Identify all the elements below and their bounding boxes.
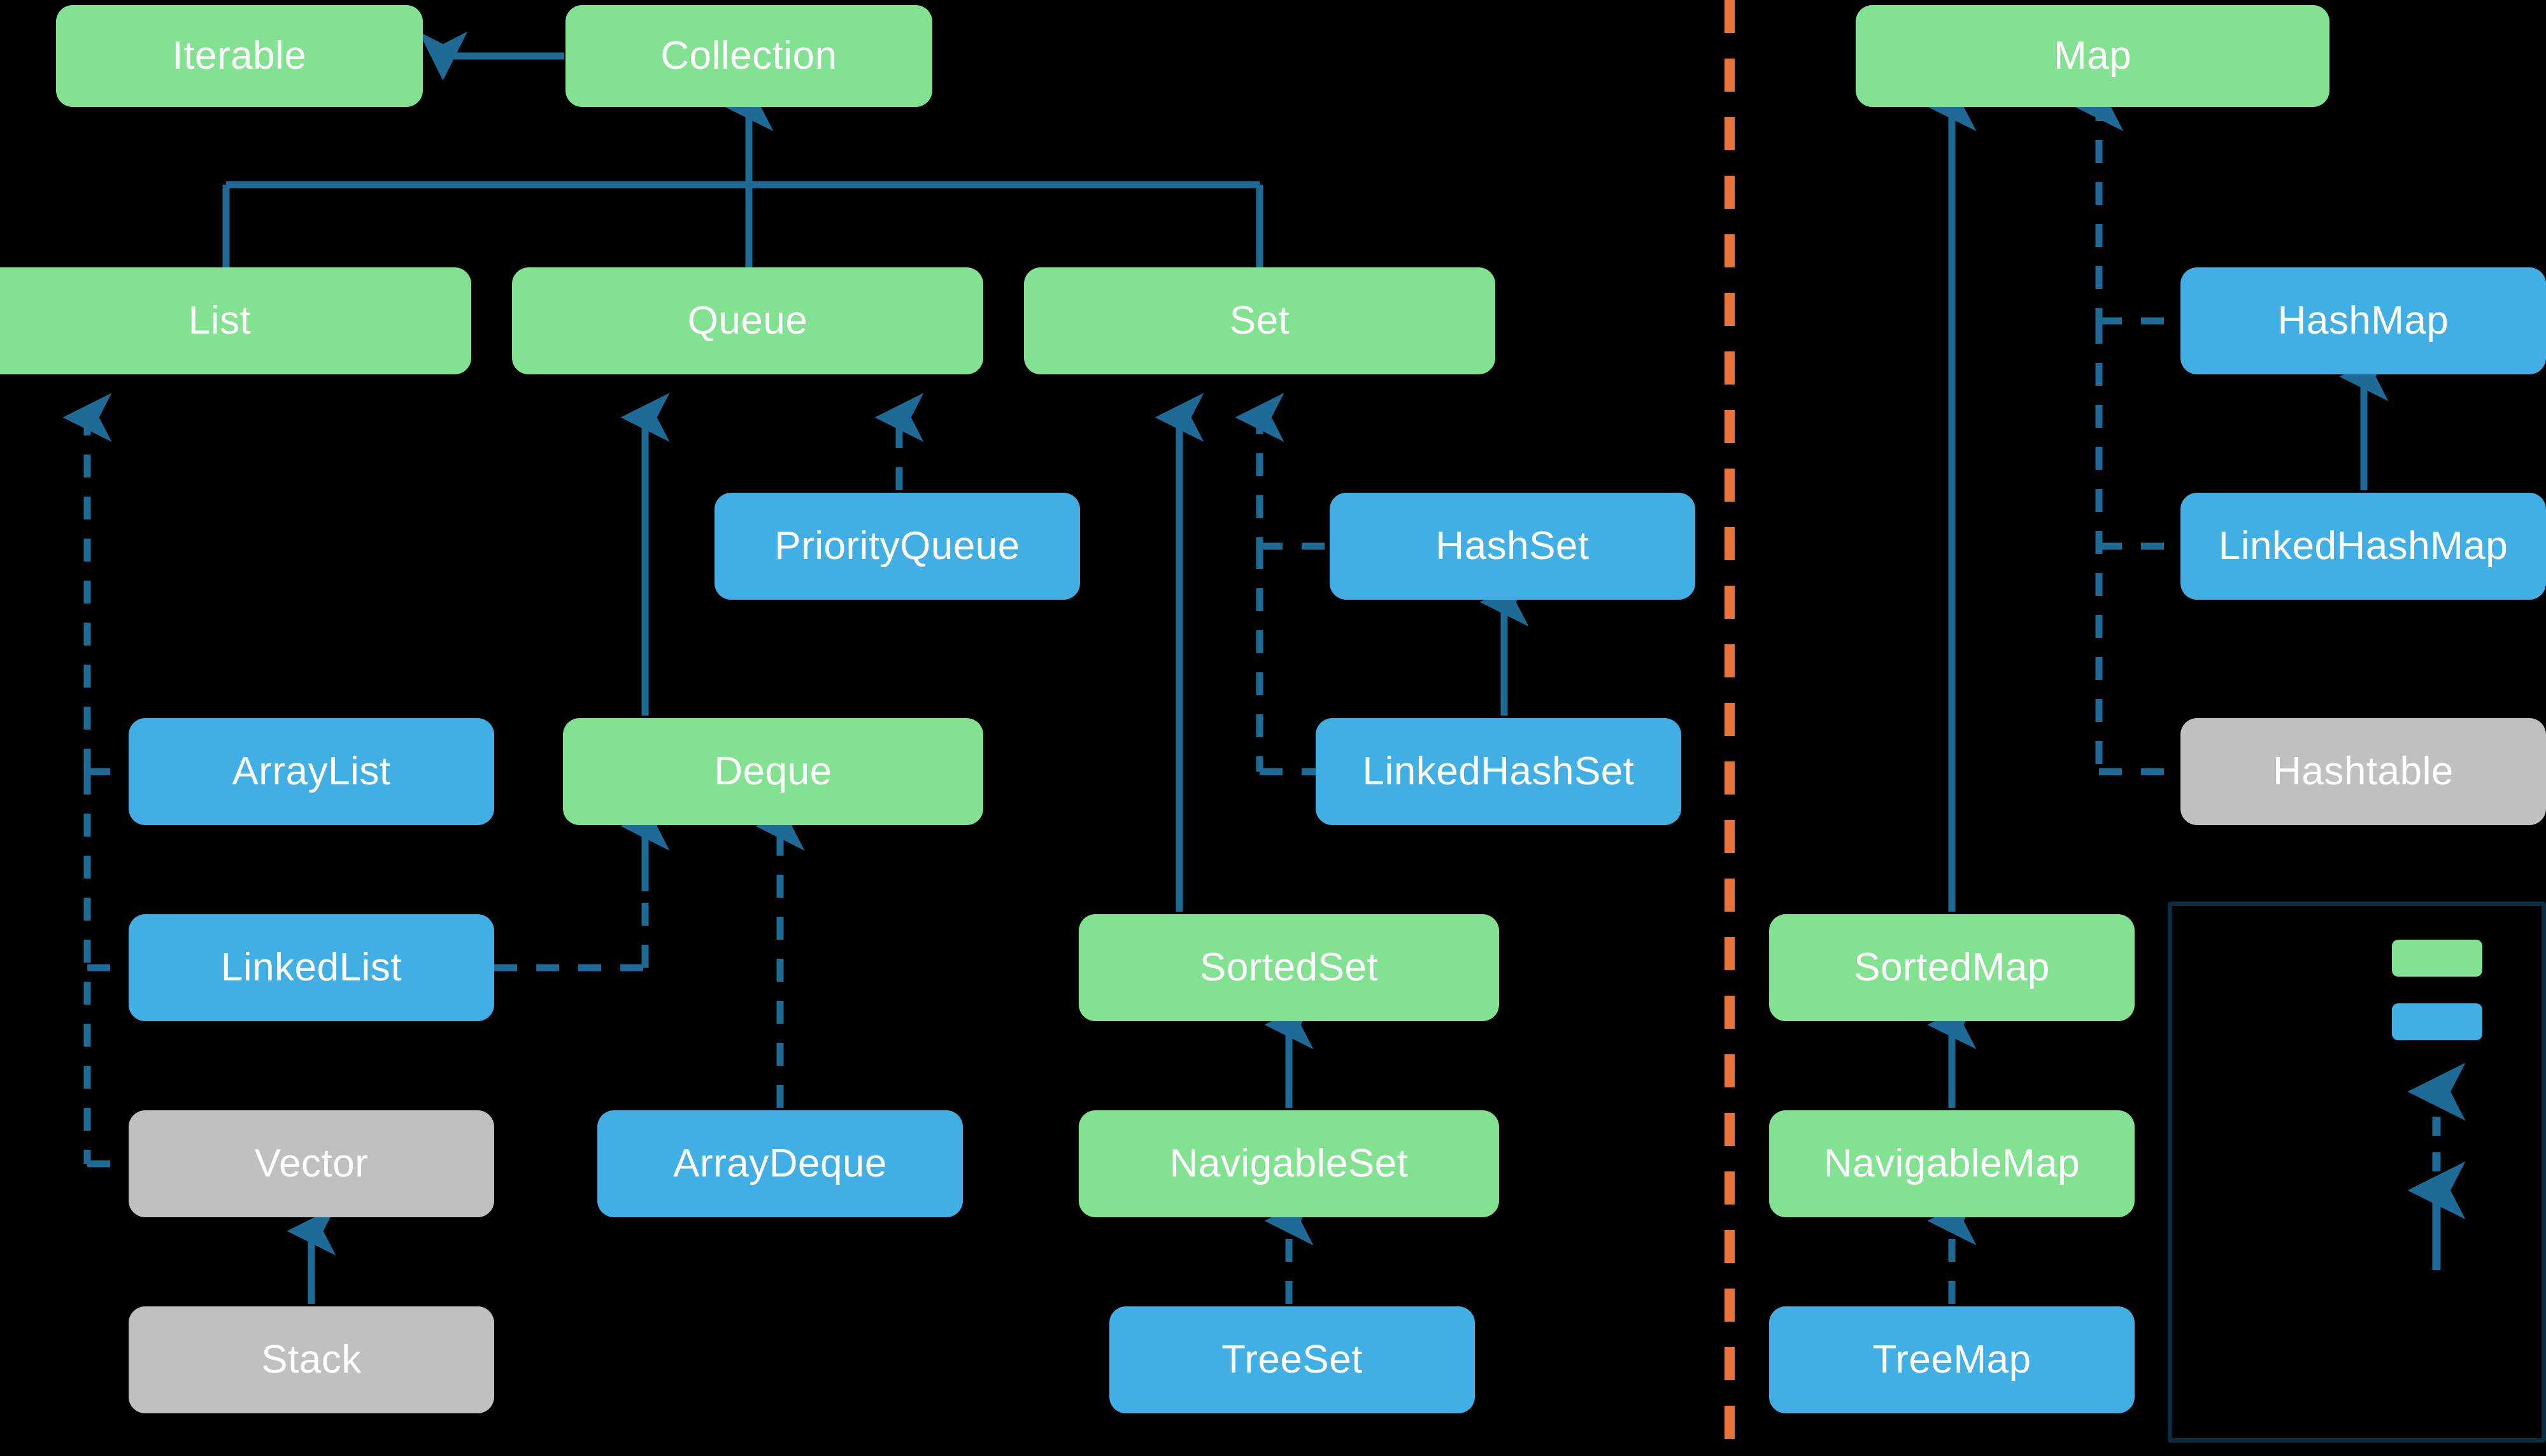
node-label: Hashtable — [2273, 749, 2454, 793]
edge-linkedlist-deque — [494, 879, 649, 972]
legend-interface-swatch — [2392, 940, 2482, 977]
node-hashtable[interactable]: Hashtable — [2180, 718, 2546, 825]
node-deque[interactable]: Deque — [563, 718, 983, 825]
node-iterable[interactable]: Iterable — [56, 5, 423, 107]
node-label: Stack — [261, 1338, 362, 1382]
node-queue[interactable]: Queue — [512, 267, 983, 374]
node-label: Map — [2053, 34, 2132, 78]
node-label: NavigableSet — [1169, 1141, 1409, 1185]
node-label: Set — [1229, 299, 1290, 343]
node-label: ArrayDeque — [673, 1141, 887, 1185]
legend-panel — [2168, 901, 2546, 1443]
node-arraydeque[interactable]: ArrayDeque — [597, 1110, 963, 1217]
node-label: Queue — [687, 299, 808, 343]
node-navigableset[interactable]: NavigableSet — [1079, 1110, 1499, 1217]
node-treemap[interactable]: TreeMap — [1769, 1306, 2135, 1413]
node-label: HashSet — [1435, 524, 1589, 568]
node-linkedhashset[interactable]: LinkedHashSet — [1316, 718, 1681, 825]
edge-collection-fork — [222, 82, 1263, 267]
node-hashset[interactable]: HashSet — [1330, 493, 1695, 600]
node-label: LinkedHashSet — [1362, 749, 1635, 793]
node-label: SortedMap — [1854, 945, 2050, 989]
node-vector[interactable]: Vector — [129, 1110, 494, 1217]
node-label: Deque — [714, 749, 832, 793]
edge-maps-implementers — [2095, 317, 2180, 775]
node-hashmap[interactable]: HashMap — [2180, 267, 2546, 374]
node-map[interactable]: Map — [1856, 5, 2329, 107]
node-treeset[interactable]: TreeSet — [1109, 1306, 1475, 1413]
edge-list-implementers — [62, 393, 129, 1168]
node-set[interactable]: Set — [1024, 267, 1495, 374]
node-list[interactable]: List — [0, 267, 471, 374]
node-label: HashMap — [2277, 299, 2449, 343]
node-label: LinkedList — [220, 945, 402, 989]
node-label: SortedSet — [1199, 945, 1379, 989]
node-label: TreeSet — [1221, 1338, 1363, 1382]
node-sortedset[interactable]: SortedSet — [1079, 914, 1499, 1021]
node-label: Collection — [660, 34, 837, 78]
legend-class-swatch — [2392, 1003, 2482, 1040]
node-collection[interactable]: Collection — [565, 5, 932, 107]
node-linkedlist[interactable]: LinkedList — [129, 914, 494, 1021]
node-label: TreeMap — [1872, 1338, 2031, 1382]
node-stack[interactable]: Stack — [129, 1306, 494, 1413]
node-label: Iterable — [172, 34, 307, 78]
node-sortedmap[interactable]: SortedMap — [1769, 914, 2135, 1021]
node-navigablemap[interactable]: NavigableMap — [1769, 1110, 2135, 1217]
node-arraylist[interactable]: ArrayList — [129, 718, 494, 825]
node-label: PriorityQueue — [774, 524, 1020, 568]
node-label: Vector — [254, 1141, 369, 1185]
node-priorityqueue[interactable]: PriorityQueue — [715, 493, 1080, 600]
node-label: ArrayList — [232, 749, 391, 793]
node-label: LinkedHashMap — [2218, 524, 2508, 568]
node-label: List — [188, 299, 252, 343]
node-label: NavigableMap — [1823, 1141, 2080, 1185]
node-linkedhashmap[interactable]: LinkedHashMap — [2180, 493, 2546, 600]
